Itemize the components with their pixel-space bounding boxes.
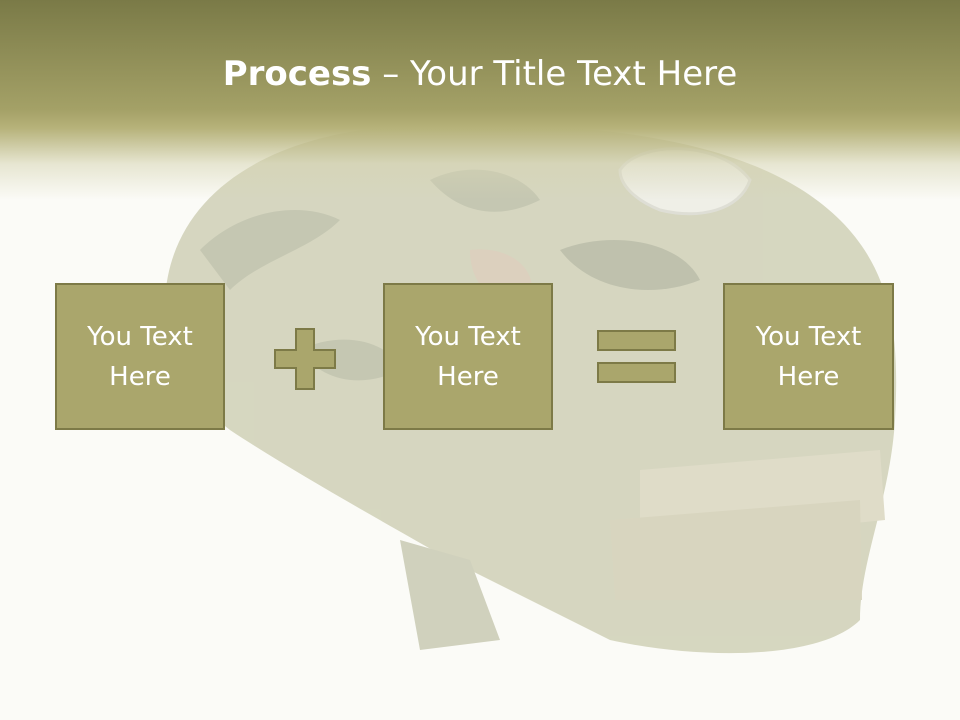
equals-icon [597, 330, 676, 385]
process-box-3[interactable]: You Text Here [723, 283, 894, 430]
process-box-1[interactable]: You Text Here [55, 283, 225, 430]
equals-top-bar [597, 330, 676, 351]
process-box-1-text: You Text Here [87, 321, 193, 392]
process-box-2-text: You Text Here [415, 321, 521, 392]
process-box-2[interactable]: You Text Here [383, 283, 553, 430]
equals-bottom-bar [597, 362, 676, 383]
plus-icon [274, 328, 336, 390]
title-bar [0, 0, 960, 200]
title-rest: – Your Title Text Here [371, 54, 738, 94]
title-bold: Process [222, 54, 372, 94]
slide-title: Process – Your Title Text Here [0, 52, 960, 96]
process-box-3-text: You Text Here [755, 321, 862, 392]
